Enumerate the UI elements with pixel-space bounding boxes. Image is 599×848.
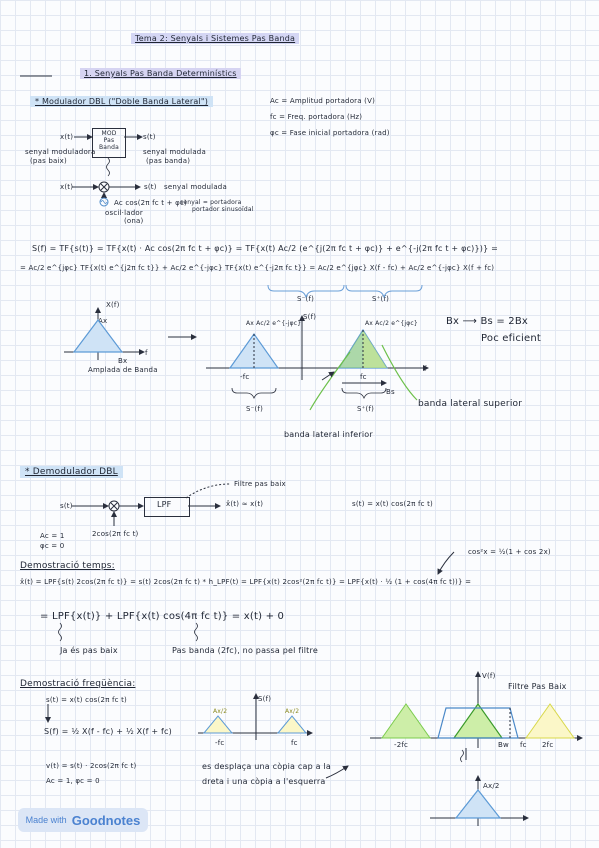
mod-block (92, 128, 126, 158)
wavy-connector (106, 157, 110, 177)
page-title: Tema 2: Senyals i Sistemes Pas Banda (131, 33, 300, 44)
modulator-heading: * Modulador DBL ("Doble Banda Lateral") (30, 96, 214, 107)
vf-label: V(f) (482, 672, 496, 680)
def-fc: fc = Freq. portadora (Hz) (270, 113, 363, 121)
badge-brand: Goodnotes (71, 812, 141, 828)
shift-note-2: dreta i una còpia a l'esquerra (202, 777, 326, 786)
spectrum-equation-1: S(f) = TF{s(t)} = TF{x(t) · Ac cos(2π fc… (32, 244, 499, 253)
bandwidth-label: Amplada de Banda (88, 366, 158, 374)
sf-label: S(f) (303, 313, 317, 321)
bs-label: Bs (386, 388, 395, 396)
peak-right-label: Ax Ac/2 e^{jφc} (365, 320, 418, 327)
final-ax2-label: Ax/2 (483, 782, 500, 790)
cos-identity: cos²x = ½(1 + cos 2x) (468, 548, 551, 556)
lpf-block-label: LPF (157, 500, 172, 509)
small-right-tri (276, 715, 308, 734)
tick-fc: fc (520, 741, 527, 749)
upper-sideband-fill (363, 330, 387, 368)
ac-value: Ac = 1 (40, 532, 65, 540)
upper-pointer (381, 344, 418, 401)
lpf-curve-label: Filtre Pas Baix (508, 682, 567, 691)
mixer-output-desc: senyal modulada (164, 183, 227, 191)
mixer-input-label: x(t) (60, 183, 74, 191)
mod-output-desc-2: (pas banda) (146, 157, 191, 165)
oscillator-expr: Ac cos(2π fc t + φc) (114, 199, 187, 207)
brace-s-plus (345, 284, 423, 299)
time-equation-2: = LPF{x(t)} + LPF{x(t) cos(4π fc t)} = x… (40, 611, 285, 622)
demodulator-heading: * Demodulador DBL (20, 466, 123, 478)
shift-note: es desplaça una còpia cap a la (202, 762, 331, 771)
def-ac: Ac = Amplitud portadora (V) (270, 97, 376, 105)
lpf-note: Filtre pas baix (234, 480, 286, 488)
s-minus-label: S⁻(f) (297, 295, 315, 303)
ax2-left: Ax/2 (213, 708, 228, 715)
xf-triangle (72, 319, 124, 353)
mod-input-desc: senyal moduladora (25, 148, 96, 156)
vf-left-tri (381, 703, 431, 739)
s-plus-label-2: S⁺(f) (357, 405, 375, 413)
lower-sideband-label: banda lateral inferior (284, 430, 373, 439)
peak-left-label: Ax Ac/2 e^{-jφc} (246, 320, 302, 327)
f-label-1: f (145, 349, 148, 357)
brace-s-minus (267, 284, 345, 299)
lpf-block (144, 497, 190, 517)
bandwidth-relation: Bx ⟶ Bs = 2Bx (446, 316, 529, 327)
demod-input-label: s(t) (60, 502, 73, 510)
small-left-tri (202, 715, 234, 734)
vf-center-tri (452, 702, 504, 739)
small-pos-fc: fc (291, 739, 298, 747)
spectrum-equation-2: = Ac/2 e^{jφc} TF{x(t) e^{j2π fc t}} + A… (20, 264, 495, 272)
oscillator-label: oscil·lador (105, 209, 143, 217)
tick-neg-2fc: -2fc (394, 741, 409, 749)
def-phic: φc = Fase inicial portadora (rad) (270, 129, 390, 137)
goodnotes-badge[interactable]: Made with Goodnotes (18, 808, 148, 832)
vf-right-tri (525, 703, 575, 739)
freq-equation-4: Ac = 1, φc = 0 (46, 777, 100, 785)
mixer-output-label: s(t) (144, 183, 157, 191)
badge-made-with: Made with (25, 815, 67, 825)
s-minus-label-2: S⁻(f) (246, 405, 264, 413)
mod-block-label: MOD Pas Banda (98, 130, 120, 151)
oscillator-sub: (ona) (124, 217, 144, 225)
bandpass-note: Pas banda (2fc), no passa pel filtre (172, 646, 318, 655)
xf-label: X(f) (106, 301, 120, 309)
carrier-desc: senyal = portadora (180, 199, 242, 206)
time-equation-1: x̂(t) = LPF{s(t) 2cos(2π fc t)} = s(t) 2… (20, 578, 472, 586)
efficiency-note: Poc eficient (481, 333, 542, 344)
mod-input-label: x(t) (60, 133, 74, 141)
freq-equation-2: S(f) = ½ X(f - fc) + ½ X(f + fc) (44, 727, 172, 736)
small-neg-fc: -fc (215, 739, 225, 747)
mod-output-desc: senyal modulada (143, 148, 206, 156)
final-triangle (454, 789, 502, 819)
phic-value: φc = 0 (40, 542, 65, 550)
demod-side-eq: s(t) = x(t) cos(2π fc t) (352, 500, 433, 508)
tick-2fc: 2fc (542, 741, 554, 749)
mod-input-desc-2: (pas baix) (30, 157, 67, 165)
lower-pointer (309, 351, 351, 411)
carrier-desc-2: portador sinusoïdal (192, 206, 254, 213)
pos-fc-tick: fc (360, 373, 367, 381)
bx-label: Bx (118, 357, 128, 365)
freq-demo-heading: Demostració freqüència: (20, 679, 136, 689)
neg-fc-tick: -fc (240, 373, 250, 381)
small-sf-label: S(f) (258, 695, 272, 703)
lpf-note-pointer (185, 483, 231, 499)
freq-equation-1: s(t) = x(t) cos(2π fc t) (46, 696, 127, 704)
lowpass-note: Ja és pas baix (60, 646, 118, 655)
oscillator-icon (99, 197, 109, 207)
upper-sideband-label: banda lateral superior (418, 399, 523, 409)
freq-equation-3: v(t) = s(t) · 2cos(2π fc t) (46, 762, 137, 770)
ax2-right: Ax/2 (285, 708, 300, 715)
ax-label: Ax (98, 317, 108, 325)
time-demo-heading: Demostració temps: (20, 561, 115, 571)
s-plus-label: S⁺(f) (372, 295, 390, 303)
mod-output-label: s(t) (143, 133, 156, 141)
demod-output-label: x̂(t) ≈ x(t) (226, 500, 264, 508)
demod-osc-label: 2cos(2π fc t) (92, 530, 139, 538)
tick-bw: Bw (498, 741, 509, 749)
section-heading-1: 1. Senyals Pas Banda Determinístics (80, 68, 241, 79)
